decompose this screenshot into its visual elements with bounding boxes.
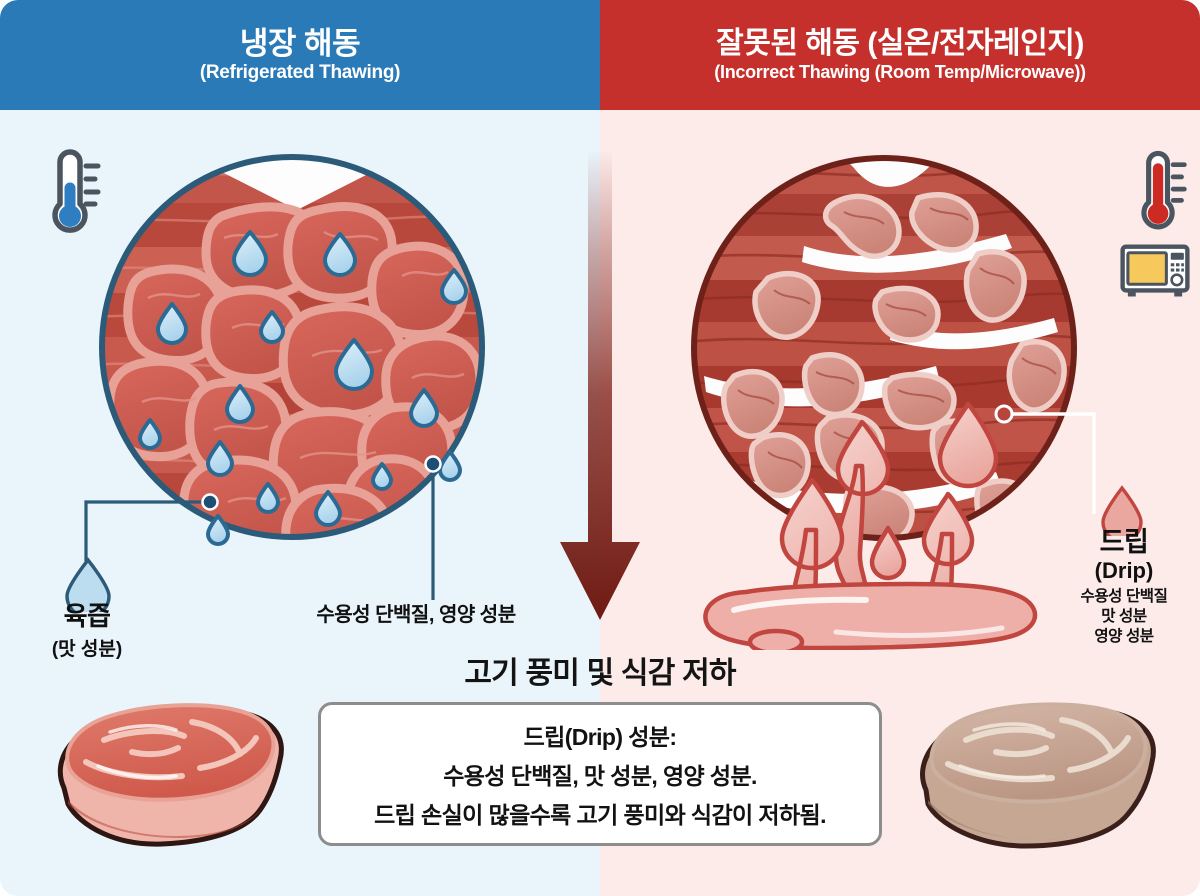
leader-line-soluble xyxy=(424,455,442,600)
label-juice-ko: 육즙 xyxy=(63,601,111,631)
pale-drained-steak-illustration xyxy=(920,702,1156,849)
label-drip-components: 수용성 단백질 맛 성분 영양 성분 xyxy=(1080,588,1168,645)
header-left-korean: 냉장 해동 xyxy=(239,25,361,61)
header-incorrect: 잘못된 해동 (실온/전자레인지) (Incorrect Thawing (Ro… xyxy=(600,0,1200,110)
info-box-line-2: 수용성 단백질, 맛 성분, 영양 성분. xyxy=(443,763,757,789)
header-refrigerated: 냉장 해동 (Refrigerated Thawing) xyxy=(0,0,600,110)
info-box-drip-components: 드립(Drip) 성분: 수용성 단백질, 맛 성분, 영양 성분. 드립 손실… xyxy=(318,702,882,846)
leader-line-drip xyxy=(994,404,1096,514)
info-box-line-1: 드립(Drip) 성분: xyxy=(523,724,677,750)
label-drip: 드립 (Drip) 수용성 단백질 맛 성분 영양 성분 xyxy=(1050,520,1198,646)
drip-puddle xyxy=(703,581,1038,650)
microwave-icon xyxy=(1120,244,1190,297)
header-right-korean: 잘못된 해동 (실온/전자레인지) xyxy=(716,26,1084,60)
drip-droplet-icon xyxy=(1101,485,1143,536)
thermometer-hot-icon xyxy=(1141,150,1187,230)
intact-muscle-cells-diagram xyxy=(99,154,485,546)
thermometer-cold-icon xyxy=(52,149,101,233)
label-juice-sub: (맛 성분) xyxy=(51,639,123,660)
fresh-red-steak-illustration xyxy=(57,703,284,847)
juice-droplets xyxy=(138,230,468,546)
juice-droplet-icon xyxy=(65,557,111,612)
info-box-line-3: 드립 손실이 많을수록 고기 풍미와 식감이 저하됨. xyxy=(374,802,826,828)
downward-arrow xyxy=(560,150,640,620)
label-soluble-protein: 수용성 단백질, 영양 성분 xyxy=(316,604,516,626)
headline-quality-degradation: 고기 풍미 및 식감 저하 xyxy=(464,657,736,690)
header-right-english: (Incorrect Thawing (Room Temp/Microwave)… xyxy=(714,61,1086,82)
label-drip-ko: 드립 xyxy=(1099,527,1149,557)
label-drip-en: (Drip) xyxy=(1094,558,1154,583)
label-juice: 육즙 (맛 성분) xyxy=(22,596,152,661)
header-left-english: (Refrigerated Thawing) xyxy=(199,61,401,83)
